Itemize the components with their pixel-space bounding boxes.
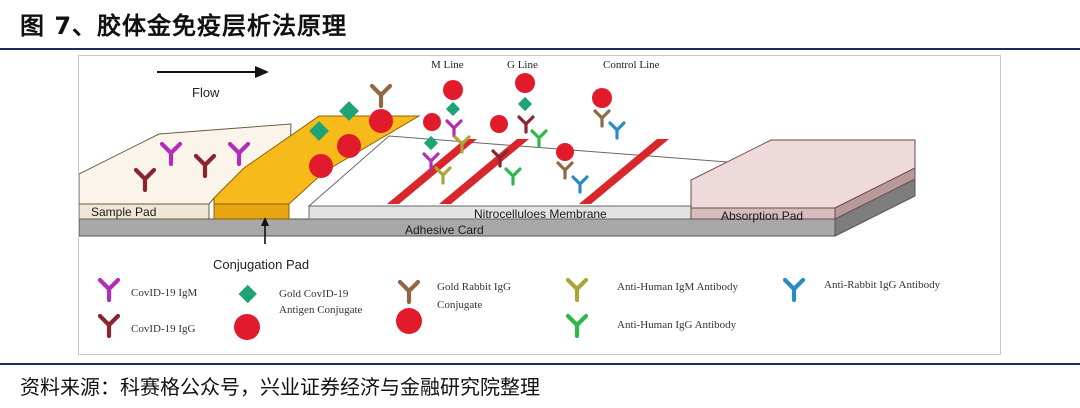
anti-igm-icon bbox=[568, 280, 586, 300]
svg-text:Anti-Human IgG Antibody: Anti-Human IgG Antibody bbox=[617, 319, 737, 331]
control-line-label: Control Line bbox=[603, 59, 660, 71]
legend-covid-igm: CovID-19 IgM bbox=[100, 280, 198, 300]
g-line-stripe bbox=[439, 139, 529, 204]
conjugation-pad-label: Conjugation Pad bbox=[213, 257, 309, 272]
source-note: 资料来源：科赛格公众号，兴业证券经济与金融研究院整理 bbox=[20, 375, 540, 399]
legend-covid-igg: CovID-19 IgG bbox=[100, 316, 196, 336]
legend-anti-human-igg: Anti-Human IgG Antibody bbox=[568, 316, 737, 336]
conjugation-pointer bbox=[261, 217, 269, 244]
svg-text:Anti-Human IgM Antibody: Anti-Human IgM Antibody bbox=[617, 281, 738, 293]
bottom-divider bbox=[0, 363, 1080, 365]
legend-gold-covid-antigen: Gold CovID-19 Antigen Conjugate bbox=[234, 284, 363, 340]
top-divider bbox=[0, 48, 1080, 50]
antigen-diamond-icon bbox=[238, 284, 257, 304]
m-line-complex bbox=[422, 80, 471, 185]
diagram-frame: Flow Adhesive Card Nitrocelluloes Membra… bbox=[78, 55, 1001, 355]
svg-text:Conjugate: Conjugate bbox=[437, 299, 482, 311]
legend: CovID-19 IgM CovID-19 IgG Gold CovID-19 … bbox=[100, 279, 941, 340]
svg-text:Gold Rabbit IgG: Gold Rabbit IgG bbox=[437, 281, 511, 293]
figure-title: 图 7、胶体金免疫层析法原理 bbox=[20, 12, 348, 40]
covid-igg-icon bbox=[100, 316, 118, 336]
covid-igm-icon bbox=[100, 280, 118, 300]
adhesive-card bbox=[78, 178, 916, 237]
g-line-complex bbox=[490, 73, 548, 186]
svg-text:Gold CovID-19: Gold CovID-19 bbox=[279, 288, 349, 300]
nitrocellulose-membrane bbox=[307, 135, 781, 220]
g-line-label: G Line bbox=[507, 59, 538, 71]
anti-rabbit-icon bbox=[785, 280, 803, 300]
legend-anti-rabbit-igg: Anti-Rabbit IgG Antibody bbox=[785, 279, 941, 300]
svg-text:Antigen Conjugate: Antigen Conjugate bbox=[279, 304, 363, 316]
adhesive-card-label: Adhesive Card bbox=[405, 223, 484, 237]
svg-text:Anti-Rabbit IgG Antibody: Anti-Rabbit IgG Antibody bbox=[824, 279, 941, 291]
control-line-complex bbox=[556, 88, 626, 194]
lateral-flow-diagram: Flow Adhesive Card Nitrocelluloes Membra… bbox=[78, 59, 941, 340]
sample-pad-label: Sample Pad bbox=[91, 205, 156, 219]
rabbit-igg-icon bbox=[400, 282, 418, 302]
gold-particle-icon bbox=[234, 314, 260, 340]
flow-label: Flow bbox=[192, 85, 220, 100]
gold-particle-icon bbox=[396, 308, 422, 334]
legend-anti-human-igm: Anti-Human IgM Antibody bbox=[568, 280, 738, 300]
gold-conjugates bbox=[309, 86, 393, 178]
anti-igg-icon bbox=[568, 316, 586, 336]
nitrocellulose-label: Nitrocelluloes Membrane bbox=[474, 207, 607, 221]
legend-gold-rabbit: Gold Rabbit IgG Conjugate bbox=[396, 281, 511, 334]
test-lines bbox=[387, 139, 669, 204]
absorption-pad bbox=[690, 139, 916, 220]
m-line-label: M Line bbox=[431, 59, 464, 71]
control-line-stripe bbox=[579, 139, 669, 204]
absorption-pad-label: Absorption Pad bbox=[721, 209, 803, 223]
m-line-stripe bbox=[387, 139, 477, 204]
flow-arrow bbox=[157, 66, 269, 78]
svg-text:CovID-19 IgG: CovID-19 IgG bbox=[131, 323, 196, 335]
svg-text:CovID-19 IgM: CovID-19 IgM bbox=[131, 287, 198, 299]
